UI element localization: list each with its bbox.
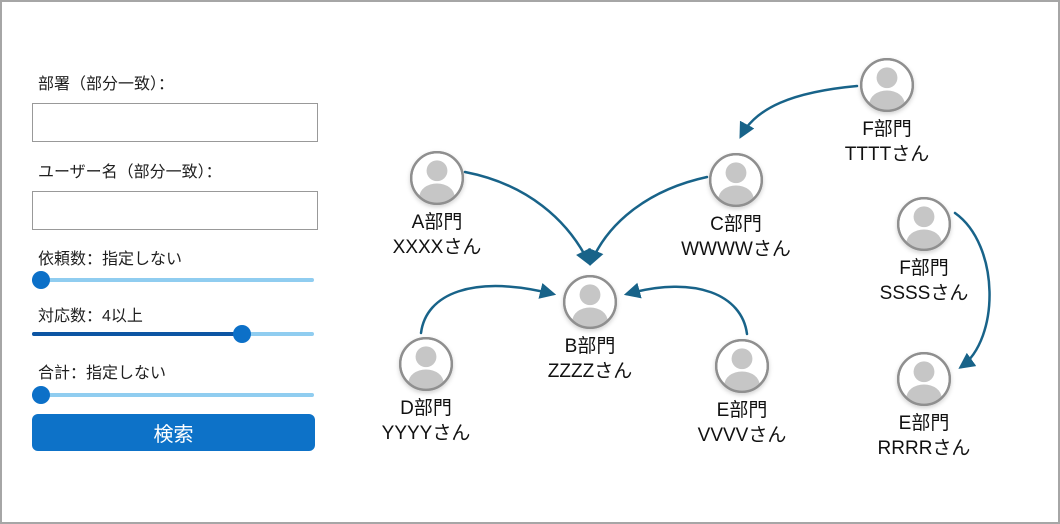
person-avatar-icon — [896, 351, 952, 407]
graph-node-EV[interactable]: E部門 VVVVさん — [698, 337, 786, 446]
node-label: A部門 XXXXさん — [352, 210, 522, 260]
node-label: E部門 VVVVさん — [657, 398, 827, 448]
graph-node-D[interactable]: D部門 YYYYさん — [382, 335, 470, 444]
node-dept: B部門 — [564, 336, 616, 357]
node-dept: E部門 — [898, 413, 950, 434]
slider-rail — [32, 278, 314, 282]
slider-rail — [32, 393, 314, 397]
node-dept: F部門 — [862, 119, 912, 140]
node-label: E部門 RRRRさん — [839, 411, 1009, 461]
person-avatar-icon — [714, 338, 770, 394]
node-person: WWWWさん — [681, 239, 791, 260]
person-avatar-icon — [409, 150, 465, 206]
node-label: C部門 WWWWさん — [651, 212, 821, 262]
node-person: RRRRさん — [877, 438, 971, 459]
graph-node-ER[interactable]: E部門 RRRRさん — [878, 350, 970, 459]
person-avatar-icon — [708, 152, 764, 208]
person-avatar-icon — [398, 336, 454, 392]
total-slider[interactable] — [32, 386, 314, 404]
response-count-slider[interactable] — [32, 325, 314, 343]
person-avatar-icon — [896, 196, 952, 252]
slider-thumb[interactable] — [232, 325, 251, 343]
request-count-slider[interactable] — [32, 271, 314, 289]
node-label: F部門 SSSSさん — [839, 256, 1009, 306]
node-person: SSSSさん — [879, 283, 969, 304]
request-count-slider-label: 依頼数：指定しない — [38, 251, 183, 268]
node-dept: D部門 — [400, 398, 452, 419]
person-avatar-icon — [562, 274, 618, 330]
graph-node-FS[interactable]: F部門 SSSSさん — [880, 195, 968, 304]
slider-thumb[interactable] — [32, 271, 50, 289]
username-label: ユーザー名（部分一致）： — [38, 164, 222, 181]
node-person: ZZZZさん — [547, 361, 633, 382]
response-count-slider-label: 対応数：4以上 — [38, 308, 143, 325]
node-person: VVVVさん — [697, 425, 787, 446]
username-input[interactable] — [32, 191, 318, 230]
node-dept: C部門 — [710, 214, 762, 235]
department-input[interactable] — [32, 103, 318, 142]
slider-thumb[interactable] — [32, 386, 50, 404]
node-label: F部門 TTTTさん — [802, 117, 972, 167]
node-dept: A部門 — [411, 212, 463, 233]
node-person: XXXXさん — [392, 237, 482, 258]
slider-fill — [32, 332, 242, 336]
graph-node-A[interactable]: A部門 XXXXさん — [393, 149, 481, 258]
department-label: 部署（部分一致）： — [38, 76, 175, 93]
edge-EV-to-B — [623, 282, 749, 336]
node-label: D部門 YYYYさん — [341, 396, 511, 446]
search-button[interactable]: 検索 — [32, 414, 315, 451]
total-slider-label: 合計：指定しない — [38, 365, 167, 382]
graph-node-FT[interactable]: F部門 TTTTさん — [845, 56, 929, 165]
node-dept: F部門 — [899, 258, 949, 279]
node-person: TTTTさん — [844, 144, 930, 165]
person-avatar-icon — [859, 57, 915, 113]
node-label: B部門 ZZZZさん — [505, 334, 675, 384]
node-person: YYYYさん — [381, 423, 471, 444]
graph-node-B[interactable]: B部門 ZZZZさん — [548, 273, 632, 382]
graph-node-C[interactable]: C部門 WWWWさん — [681, 151, 791, 260]
node-dept: E部門 — [716, 400, 768, 421]
edge-D-to-B — [419, 282, 557, 335]
